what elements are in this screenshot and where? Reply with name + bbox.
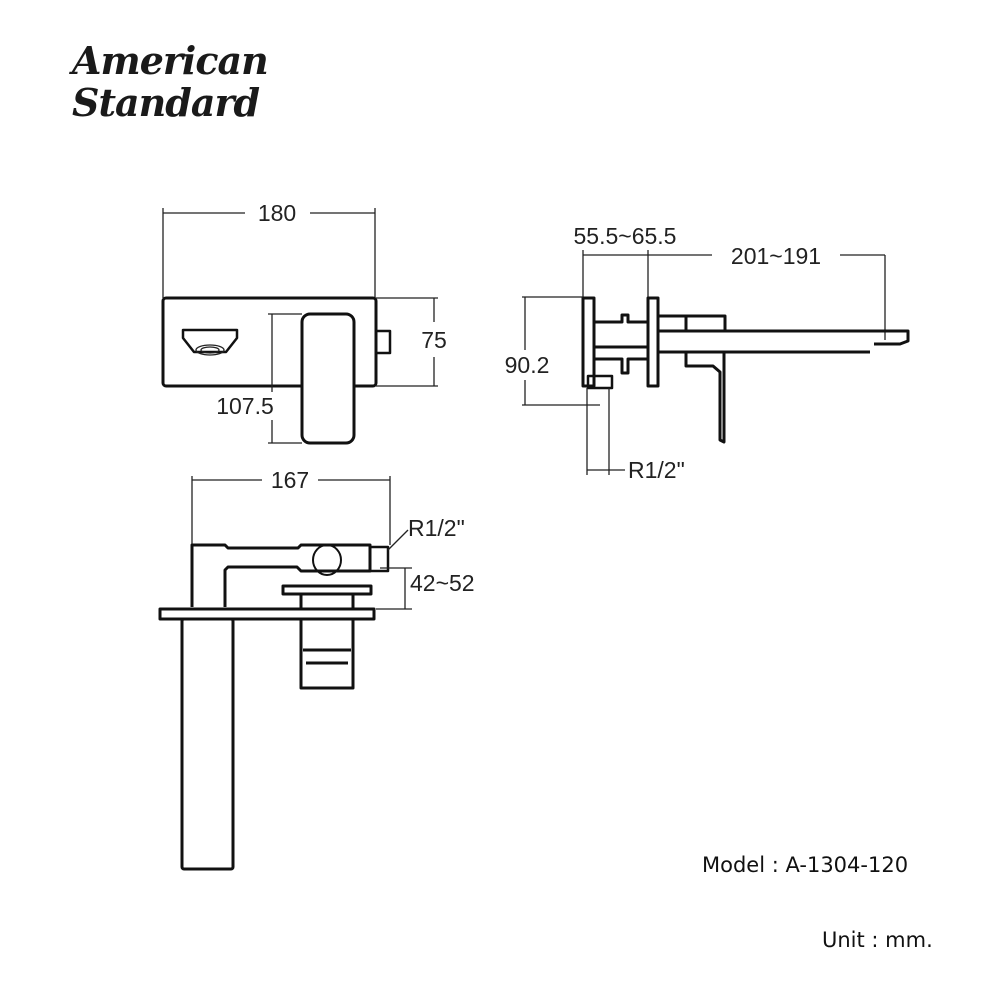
dim-wall-range: 42~52 bbox=[410, 570, 475, 596]
dim-spout-length: 201~191 bbox=[731, 243, 821, 269]
dim-wall-depth: 55.5~65.5 bbox=[574, 223, 677, 249]
dim-top-width: 167 bbox=[271, 467, 309, 493]
dim-top-thread: R1/2" bbox=[408, 515, 465, 541]
logo-line-1: American bbox=[72, 38, 269, 83]
front-view: 180 75 107.5 bbox=[161, 200, 447, 445]
model-number: Model : A-1304-120 bbox=[702, 853, 909, 877]
logo-line-2: Standard bbox=[72, 80, 260, 125]
brand-logo: American Standard bbox=[72, 38, 269, 125]
dim-side-height: 90.2 bbox=[505, 352, 550, 378]
dim-side-thread: R1/2" bbox=[628, 457, 685, 483]
unit-label: Unit : mm. bbox=[822, 928, 933, 952]
side-view: 55.5~65.5 201~191 R1/2" 90.2 bbox=[505, 223, 910, 483]
dim-handle-height: 107.5 bbox=[216, 393, 274, 419]
dim-front-height: 75 bbox=[421, 327, 447, 353]
top-view: 167 R1/2" 42~52 bbox=[158, 467, 475, 871]
dim-front-width: 180 bbox=[258, 200, 296, 226]
